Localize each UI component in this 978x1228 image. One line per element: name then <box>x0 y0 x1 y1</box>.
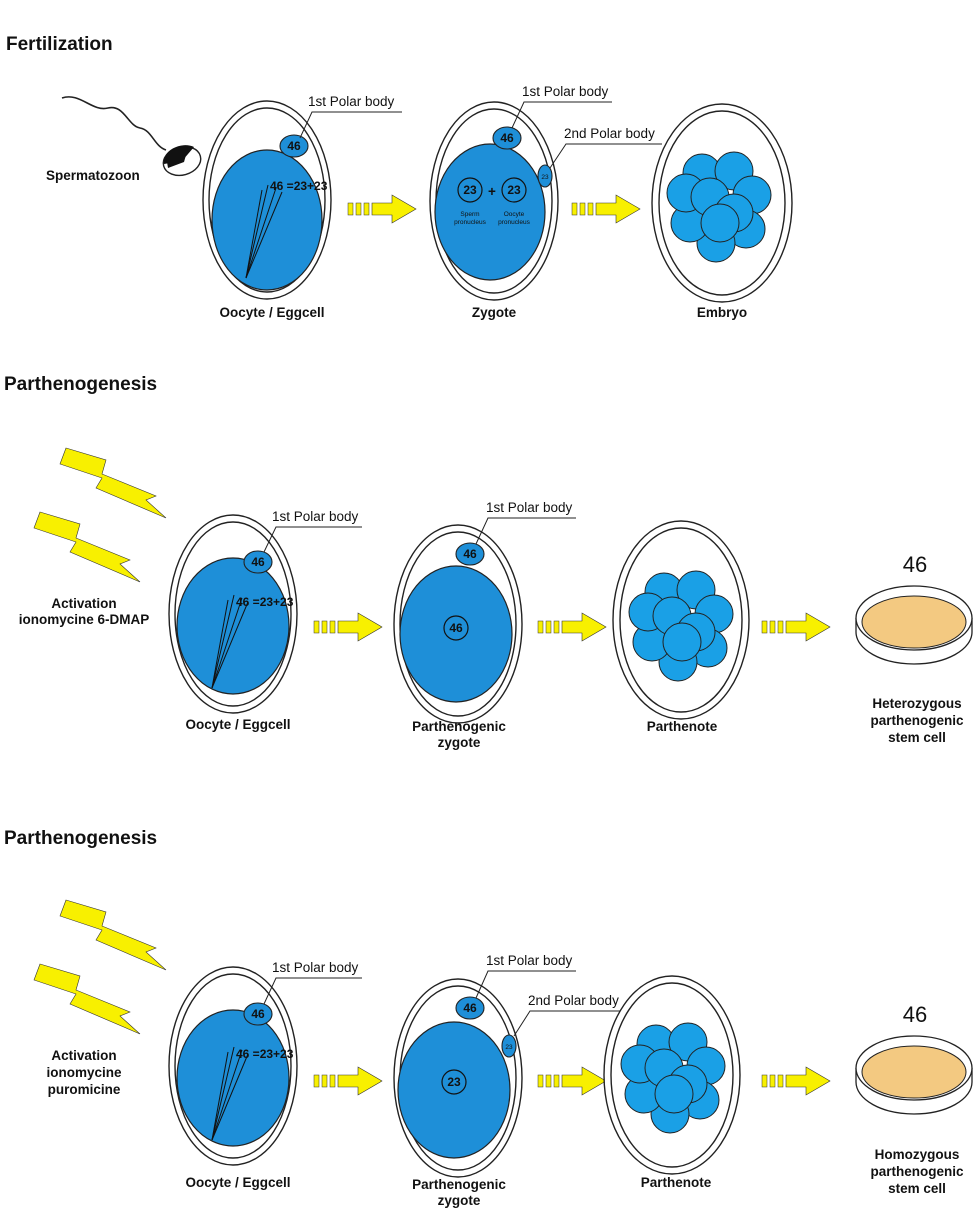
oocyte-pronucleus-label-1: Oocyte <box>504 211 525 218</box>
parthenote-label: Parthenote <box>641 1175 712 1190</box>
stem-cell-label-line: Homozygous <box>875 1147 960 1162</box>
oocyte-chromosome-text: 46 =23+23 <box>236 595 294 609</box>
activation-line: ionomycine <box>46 1065 122 1080</box>
zygote-polar1-number: 46 <box>463 1001 477 1015</box>
zygote-polar2-label: 2nd Polar body <box>528 993 619 1008</box>
stem-cell-number: 46 <box>903 1002 927 1027</box>
sperm-pronucleus-label-2: pronucleus <box>454 219 487 226</box>
parthenogenesis-homo-section: Parthenogenesis Activation ionomycine pu… <box>4 828 973 1208</box>
stem-cell-label-line: parthenogenic <box>870 1164 964 1179</box>
lightning-bolt-icon <box>59 447 167 519</box>
activation-line: Activation <box>51 596 116 611</box>
zygote-label-line: Parthenogenic <box>412 1177 506 1192</box>
zygote-polar1-label: 1st Polar body <box>486 953 573 968</box>
sperm-pronucleus-number: 23 <box>463 183 477 197</box>
parthenogenic-zygote-cell <box>393 524 523 724</box>
zygote-polar2-number: 23 <box>541 174 549 181</box>
oocyte-pronucleus-label-2: pronucleus <box>498 219 531 226</box>
spermatozoon <box>61 96 202 177</box>
oocyte-label: Oocyte / Eggcell <box>185 717 290 732</box>
oocyte-chromosome-text: 46 =23+23 <box>270 179 328 193</box>
flow-arrow <box>571 194 641 224</box>
zygote-polar2-label: 2nd Polar body <box>564 126 655 141</box>
embryo-label: Embryo <box>697 305 747 320</box>
activation-line: Activation <box>51 1048 116 1063</box>
activation-line: puromicine <box>48 1082 121 1097</box>
parthenogenesis-title: Parthenogenesis <box>4 828 157 849</box>
parthenote-cell <box>612 520 750 720</box>
lightning-bolt-icon <box>33 963 141 1035</box>
parthenote-label: Parthenote <box>647 719 718 734</box>
parthenogenesis-hetero-section: Parthenogenesis Activation ionomycine 6-… <box>4 374 973 750</box>
oocyte-cell <box>202 100 332 300</box>
stem-cell-label-line: stem cell <box>888 730 946 745</box>
zygote-polar1-number: 46 <box>500 131 514 145</box>
oocyte-polar-label: 1st Polar body <box>308 94 395 109</box>
oocyte-polar-label: 1st Polar body <box>272 960 359 975</box>
stem-cell-label-line: parthenogenic <box>870 713 964 728</box>
parthenogenesis-title: Parthenogenesis <box>4 374 157 395</box>
spermatozoon-label: Spermatozoon <box>46 168 140 183</box>
fertilization-section: Fertilization Spermatozoon 46 46 =23+23 … <box>6 34 793 320</box>
oocyte-polar-number: 46 <box>287 139 301 153</box>
parthenote-cell <box>603 975 741 1175</box>
pronucleus-plus: + <box>488 184 496 199</box>
oocyte-label: Oocyte / Eggcell <box>185 1175 290 1190</box>
sperm-pronucleus-label-1: Sperm <box>460 211 479 218</box>
zygote-polar1-label: 1st Polar body <box>522 84 609 99</box>
zygote-polar-label: 1st Polar body <box>486 500 573 515</box>
zygote-polar-number: 46 <box>463 547 477 561</box>
lightning-bolt-icon <box>59 899 167 971</box>
oocyte-polar-number: 46 <box>251 555 265 569</box>
flow-arrow <box>313 1066 383 1096</box>
oocyte-label: Oocyte / Eggcell <box>219 305 324 320</box>
zygote-label-line: Parthenogenic <box>412 719 506 734</box>
activation-line: ionomycine 6-DMAP <box>19 612 150 627</box>
stem-cell-label-line: Heterozygous <box>872 696 961 711</box>
flow-arrow <box>347 194 417 224</box>
oocyte-cell <box>168 514 298 714</box>
oocyte-chromosome-text: 46 =23+23 <box>236 1047 294 1061</box>
zygote-nucleus-number: 46 <box>449 621 463 635</box>
flow-arrow <box>761 612 831 642</box>
parthenogenic-zygote-cell <box>393 978 523 1178</box>
stem-cell-label-line: stem cell <box>888 1181 946 1196</box>
flow-arrow <box>313 612 383 642</box>
zygote-label-line: zygote <box>438 735 481 750</box>
embryo-cell <box>651 103 793 303</box>
zygote-label: Zygote <box>472 305 517 320</box>
zygote-label-line: zygote <box>438 1193 481 1208</box>
zygote-cell <box>429 101 559 301</box>
flow-arrow <box>537 612 607 642</box>
stem-cell-dish <box>855 585 973 665</box>
zygote-nucleus-number: 23 <box>447 1075 461 1089</box>
oocyte-polar-number: 46 <box>251 1007 265 1021</box>
stem-cell-dish <box>855 1035 973 1115</box>
flow-arrow <box>537 1066 607 1096</box>
oocyte-cell <box>168 966 298 1166</box>
oocyte-pronucleus-number: 23 <box>507 183 521 197</box>
oocyte-polar-label: 1st Polar body <box>272 509 359 524</box>
zygote-polar2-number: 23 <box>505 1044 513 1051</box>
lightning-bolt-icon <box>33 511 141 583</box>
stem-cell-number: 46 <box>903 552 927 577</box>
flow-arrow <box>761 1066 831 1096</box>
fertilization-title: Fertilization <box>6 34 113 55</box>
